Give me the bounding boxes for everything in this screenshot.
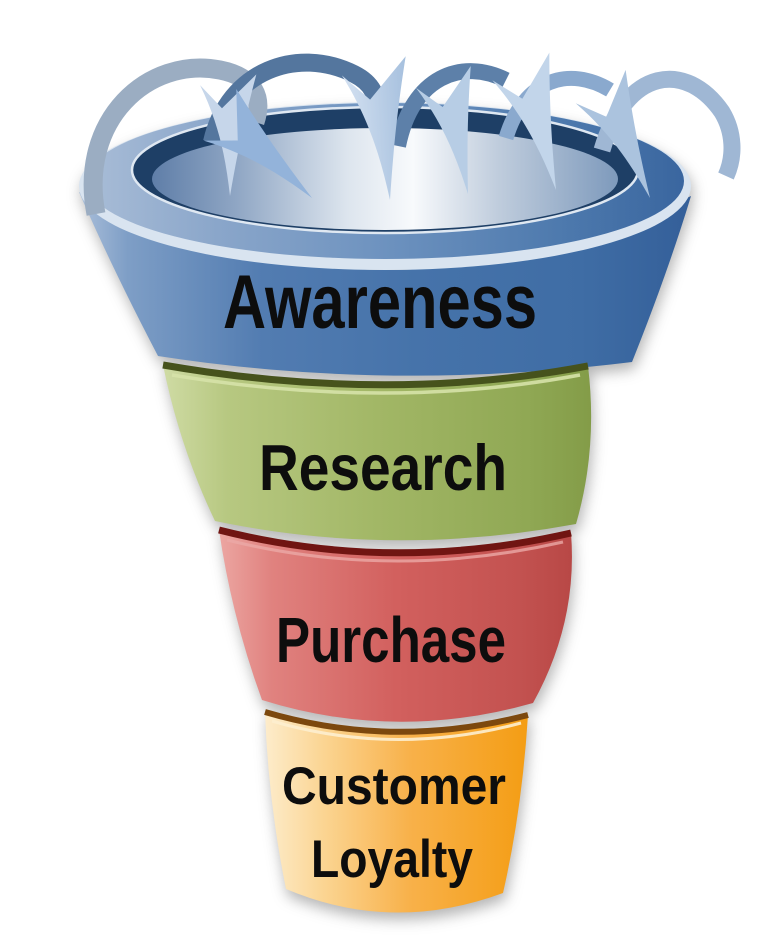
stage-loyalty-top-shadow <box>264 709 529 735</box>
stage-purchase-top-shadow <box>218 526 572 557</box>
arrow-loop-icon <box>498 70 614 141</box>
stage-label-purchase: Purchase <box>276 604 506 676</box>
stage-label-awareness: Awareness <box>223 260 537 345</box>
funnel-stage-awareness <box>79 192 691 376</box>
stage-research-top-shadow <box>162 361 589 389</box>
funnel-stage-research <box>163 365 592 541</box>
stage-label-research: Research <box>259 431 507 504</box>
funnel-stage-customer-loyalty <box>265 712 528 913</box>
stage-label-customer: Customer <box>282 757 506 816</box>
funnel-stage-purchase <box>219 530 572 722</box>
stage-purchase-top-highlight <box>226 538 564 563</box>
stage-label-loyalty: Loyalty <box>311 830 473 889</box>
arrow-loop-icon <box>83 58 268 216</box>
arrow-loop-icon <box>390 63 510 148</box>
stage-loyalty-top-highlight <box>271 719 522 741</box>
inflow-arrows <box>83 52 741 225</box>
stage-research-top-highlight <box>171 373 581 395</box>
